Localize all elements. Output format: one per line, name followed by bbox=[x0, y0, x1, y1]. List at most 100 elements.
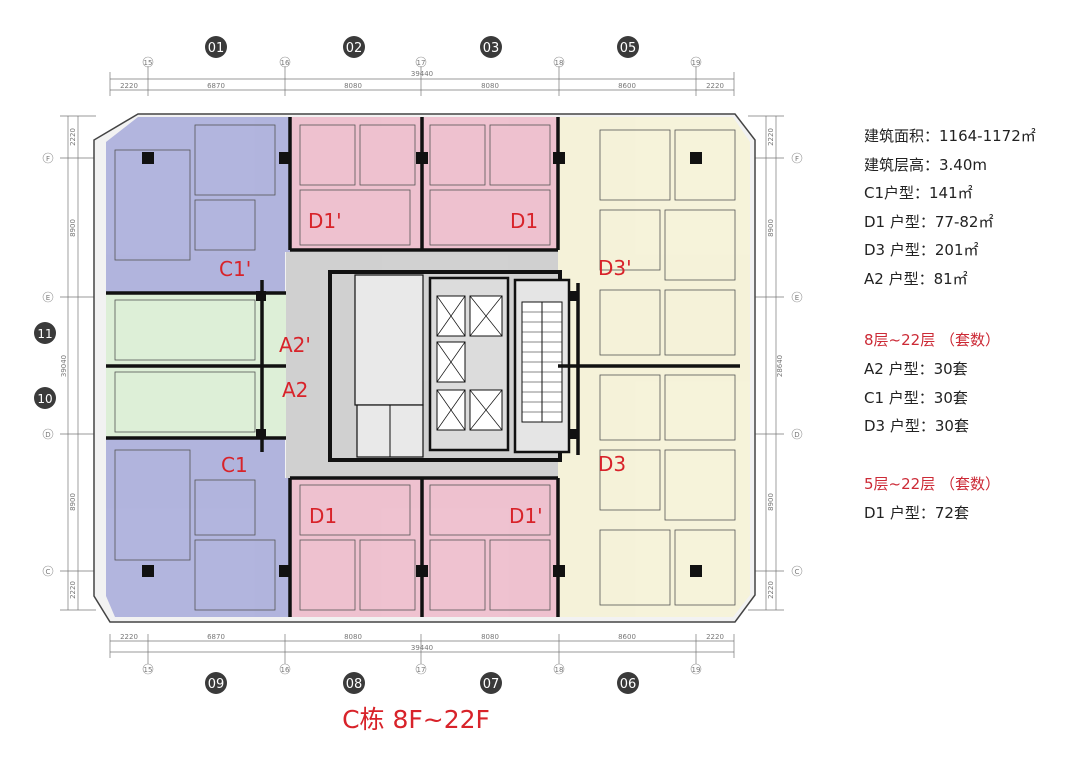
label-d3: D3 bbox=[598, 452, 626, 476]
unit-labels: C1' D1' D1 D3' A2' A2 C1 D1 D1' D3 bbox=[219, 209, 632, 528]
svg-text:19: 19 bbox=[692, 59, 701, 67]
left-unit-markers: 11 10 bbox=[34, 322, 56, 409]
info-d3: D3 户型：201㎡ bbox=[864, 241, 979, 259]
label-a2-prime: A2' bbox=[279, 333, 311, 357]
svg-text:17: 17 bbox=[417, 666, 426, 674]
bottom-dimensions: 2220 6870 8080 8080 8600 2220 39440 bbox=[109, 633, 735, 664]
unit-marker-10: 10 bbox=[37, 392, 52, 406]
svg-text:28640: 28640 bbox=[776, 355, 784, 377]
zone-c1 bbox=[106, 438, 290, 617]
info-c1: C1户型：141㎡ bbox=[864, 184, 973, 202]
svg-text:8900: 8900 bbox=[69, 219, 77, 237]
section1-title: 8层~22层 （套数） bbox=[864, 331, 1000, 349]
unit-marker-08: 08 bbox=[346, 677, 363, 692]
svg-text:2220: 2220 bbox=[706, 633, 724, 641]
svg-text:C: C bbox=[795, 568, 800, 576]
unit-marker-circle bbox=[617, 36, 639, 58]
unit-marker-06: 06 bbox=[620, 677, 637, 692]
top-unit-markers: 01 02 03 05 bbox=[205, 36, 639, 58]
unit-marker-circle bbox=[343, 36, 365, 58]
dim-top-1: 6870 bbox=[207, 82, 225, 90]
label-c1-prime: C1' bbox=[219, 257, 251, 281]
info-a2: A2 户型：81㎡ bbox=[864, 269, 968, 288]
svg-text:16: 16 bbox=[281, 666, 290, 674]
svg-text:2220: 2220 bbox=[69, 581, 77, 599]
zone-c1-prime bbox=[106, 117, 290, 293]
plan-caption: C栋 8F~22F bbox=[342, 705, 490, 734]
svg-text:6870: 6870 bbox=[207, 633, 225, 641]
info-height: 建筑层高：3.40m bbox=[864, 155, 988, 174]
svg-text:15: 15 bbox=[144, 666, 153, 674]
label-d1-prime-top: D1' bbox=[308, 209, 342, 233]
dim-top-3: 8080 bbox=[481, 82, 499, 90]
section1-d3: D3 户型：30套 bbox=[864, 417, 969, 435]
unit-marker-circle bbox=[205, 36, 227, 58]
zone-d1-bottom bbox=[290, 478, 558, 617]
label-c1: C1 bbox=[221, 453, 248, 477]
info-d1: D1 户型：77-82㎡ bbox=[864, 212, 994, 231]
top-axis-labels: 15 16 17 18 19 bbox=[142, 56, 702, 68]
svg-text:D: D bbox=[45, 431, 50, 439]
svg-text:15: 15 bbox=[144, 59, 153, 67]
info-panel: 建筑面积：1164-1172㎡ 建筑层高：3.40m C1户型：141㎡ D1 … bbox=[864, 122, 1074, 527]
columns bbox=[142, 152, 702, 577]
left-axis-labels: F E D C bbox=[42, 152, 54, 577]
interior-lines bbox=[114, 124, 736, 611]
svg-text:18: 18 bbox=[555, 666, 564, 674]
zone-a2 bbox=[106, 366, 286, 438]
svg-text:F: F bbox=[795, 155, 799, 163]
zone-d3-prime bbox=[558, 117, 750, 366]
dim-top-0: 2220 bbox=[120, 82, 138, 90]
dim-top-2: 8080 bbox=[344, 82, 362, 90]
svg-text:16: 16 bbox=[281, 59, 290, 67]
unit-marker-03: 03 bbox=[483, 41, 500, 56]
svg-text:D: D bbox=[794, 431, 799, 439]
svg-text:39040: 39040 bbox=[60, 355, 68, 377]
svg-text:8080: 8080 bbox=[481, 633, 499, 641]
dim-top-5: 2220 bbox=[706, 82, 724, 90]
svg-text:8900: 8900 bbox=[69, 493, 77, 511]
unit-marker-05: 05 bbox=[620, 41, 637, 56]
zone-a2-prime bbox=[106, 293, 286, 366]
section1-a2: A2 户型：30套 bbox=[864, 360, 968, 378]
svg-text:2220: 2220 bbox=[120, 633, 138, 641]
unit-marker-02: 02 bbox=[346, 41, 363, 56]
label-d3-prime: D3' bbox=[598, 256, 632, 280]
info-area: 建筑面积：1164-1172㎡ bbox=[864, 127, 1036, 145]
svg-text:2220: 2220 bbox=[767, 128, 775, 146]
unit-marker-01: 01 bbox=[208, 41, 225, 56]
svg-text:18: 18 bbox=[555, 59, 564, 67]
core-detail bbox=[328, 270, 571, 462]
section2-d1: D1 户型：72套 bbox=[864, 503, 969, 522]
svg-text:8600: 8600 bbox=[618, 633, 636, 641]
unit-marker-09: 09 bbox=[208, 677, 225, 692]
zone-d3 bbox=[558, 366, 750, 617]
walls bbox=[106, 117, 740, 617]
svg-text:2220: 2220 bbox=[767, 581, 775, 599]
bottom-axis-labels: 15 16 17 18 19 bbox=[142, 663, 702, 675]
section2-title: 5层~22层 （套数） bbox=[864, 474, 1000, 493]
section1-c1: C1 户型：30套 bbox=[864, 388, 968, 407]
svg-text:E: E bbox=[795, 294, 799, 302]
unit-marker-circle bbox=[480, 36, 502, 58]
label-d1-bottom: D1 bbox=[309, 504, 337, 528]
right-axis-labels: F E D C bbox=[791, 152, 803, 577]
unit-marker-07: 07 bbox=[483, 677, 500, 692]
top-dimensions: 2220 6870 8080 8080 8600 2220 39440 bbox=[109, 66, 735, 96]
svg-text:8080: 8080 bbox=[344, 633, 362, 641]
svg-text:39440: 39440 bbox=[411, 644, 433, 652]
svg-text:8900: 8900 bbox=[767, 493, 775, 511]
svg-text:19: 19 bbox=[692, 666, 701, 674]
dim-top-total: 39440 bbox=[411, 70, 433, 78]
svg-text:C: C bbox=[46, 568, 51, 576]
svg-text:F: F bbox=[46, 155, 50, 163]
dim-top-4: 8600 bbox=[618, 82, 636, 90]
label-a2: A2 bbox=[282, 378, 308, 402]
bottom-unit-markers: 09 08 07 06 bbox=[205, 672, 639, 694]
svg-text:E: E bbox=[46, 294, 50, 302]
svg-text:17: 17 bbox=[417, 59, 426, 67]
unit-marker-11: 11 bbox=[37, 327, 52, 341]
label-d1-top: D1 bbox=[510, 209, 538, 233]
zone-d1-top bbox=[290, 117, 558, 251]
